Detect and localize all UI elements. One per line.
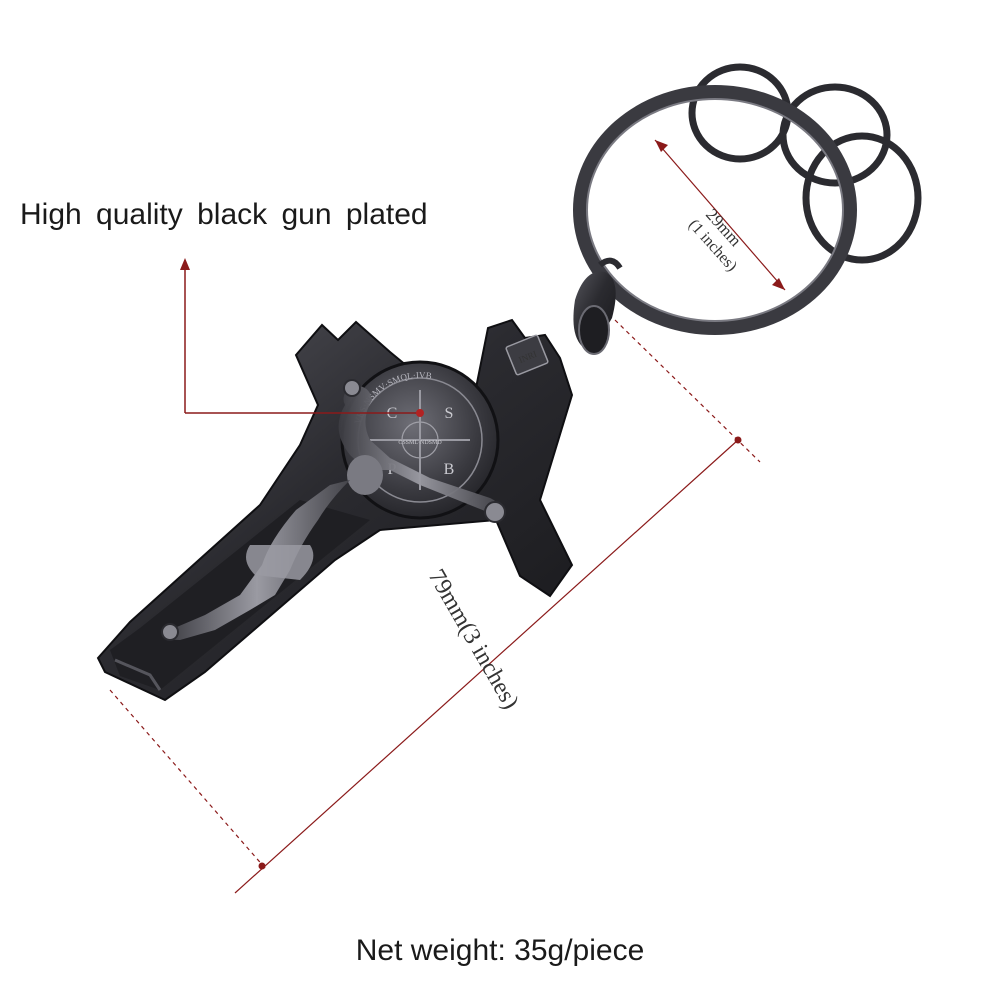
small-ring-1: [688, 63, 792, 163]
small-ring-2: [779, 83, 891, 187]
split-rings: [573, 63, 922, 335]
inri-plaque: INRI: [505, 334, 549, 376]
net-weight-label: Net weight: 35g/piece: [355, 934, 645, 967]
small-ring-3: [802, 132, 922, 264]
ring-dimension: 29mm (1 inches): [654, 139, 786, 291]
medal-letter-s: S: [445, 405, 454, 422]
main-key-ring: [573, 85, 857, 335]
medal-letter-b: B: [444, 461, 455, 478]
medal-center-text: CSSML·NDSMD: [398, 440, 442, 446]
feature-label: High quality black gun plated: [20, 198, 428, 231]
feature-callout: [180, 258, 424, 417]
bail-connector: [573, 257, 623, 355]
corpus-figure: [161, 379, 506, 641]
length-dimension-label: 79mm(3 inches): [423, 565, 524, 714]
